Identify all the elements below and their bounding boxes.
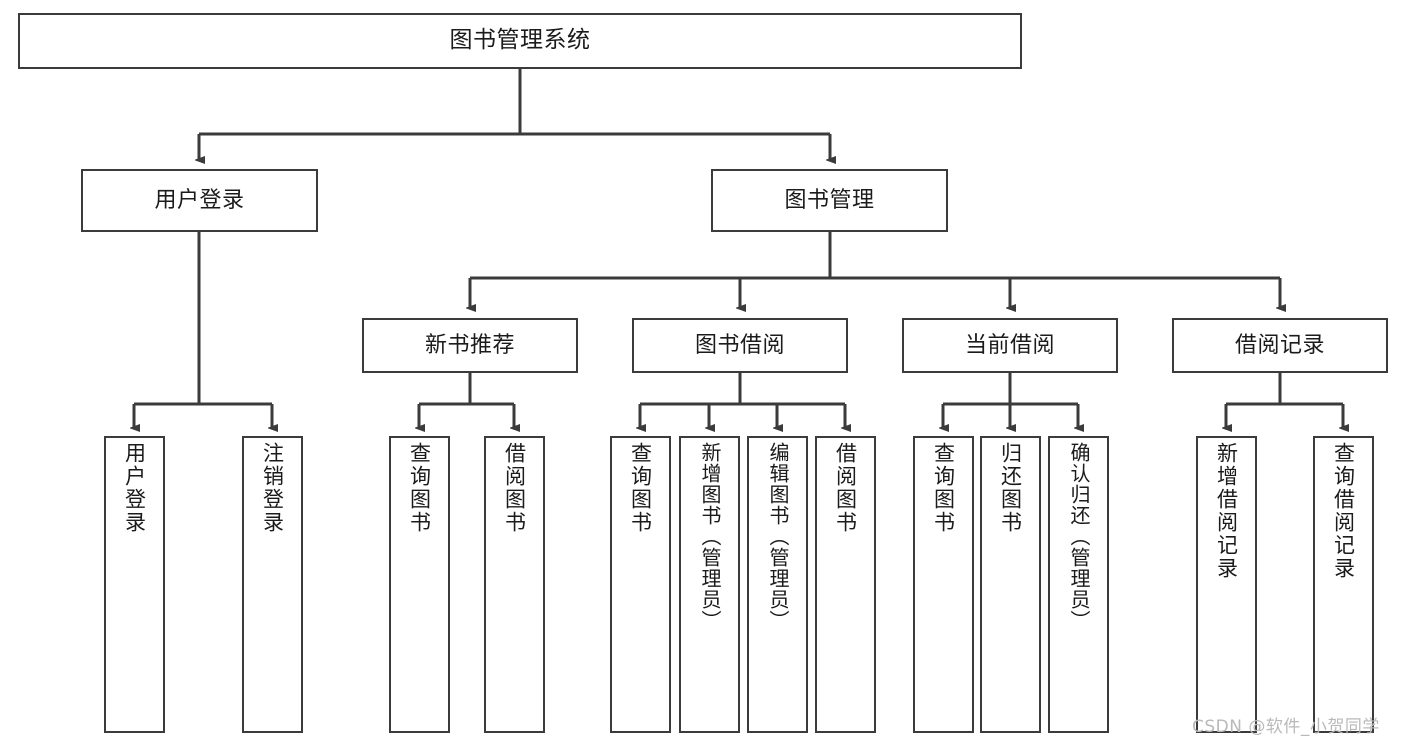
node-current-borrow[interactable]: 当前借阅 [902,318,1118,373]
node-book-management[interactable]: 图书管理 [711,169,948,232]
node-label: 用户登录 [122,442,147,534]
node-label: 归还图书 [998,442,1023,534]
node-label: 借阅图书 [833,442,858,534]
node-new-book-recommend[interactable]: 新书推荐 [362,318,578,373]
node-label: 编辑图书（管理员） [766,442,790,631]
leaf-borrow-edit-book-admin[interactable]: 编辑图书（管理员） [747,436,808,733]
leaf-current-query-book[interactable]: 查询图书 [913,436,974,733]
leaf-current-return-book[interactable]: 归还图书 [980,436,1041,733]
node-book-borrow[interactable]: 图书借阅 [632,318,848,373]
node-root-system[interactable]: 图书管理系统 [18,13,1022,69]
node-label: 图书借阅 [694,332,785,358]
watermark-text: CSDN @软件_小贺同学 [1192,717,1380,737]
node-label: 图书管理 [784,187,875,213]
leaf-current-confirm-return-admin[interactable]: 确认归还（管理员） [1048,436,1109,733]
leaf-borrow-query-book[interactable]: 查询图书 [610,436,671,733]
node-label: 注销登录 [260,442,285,534]
leaf-record-query-borrow-record[interactable]: 查询借阅记录 [1313,436,1374,733]
node-label: 查询图书 [407,442,432,534]
node-label: 新增借阅记录 [1214,442,1239,580]
node-label: 当前借阅 [964,332,1055,358]
node-label: 借阅图书 [502,442,527,534]
node-label: 查询图书 [628,442,653,534]
node-label: 用户登录 [154,187,245,213]
node-label: 图书管理系统 [449,27,591,54]
leaf-record-add-borrow-record[interactable]: 新增借阅记录 [1196,436,1257,733]
leaf-borrow-add-book-admin[interactable]: 新增图书（管理员） [679,436,740,733]
node-label: 查询图书 [931,442,956,534]
node-borrow-record[interactable]: 借阅记录 [1172,318,1388,373]
node-label: 查询借阅记录 [1331,442,1356,580]
leaf-user-logout[interactable]: 注销登录 [242,436,303,733]
leaf-borrow-borrow-book[interactable]: 借阅图书 [815,436,876,733]
node-label: 借阅记录 [1234,332,1325,358]
leaf-recommend-borrow-book[interactable]: 借阅图书 [484,436,545,733]
node-label: 确认归还（管理员） [1067,442,1091,631]
leaf-recommend-query-book[interactable]: 查询图书 [389,436,450,733]
node-label: 新书推荐 [424,332,515,358]
node-label: 新增图书（管理员） [698,442,722,631]
node-user-login[interactable]: 用户登录 [81,169,318,232]
leaf-user-login[interactable]: 用户登录 [104,436,165,733]
